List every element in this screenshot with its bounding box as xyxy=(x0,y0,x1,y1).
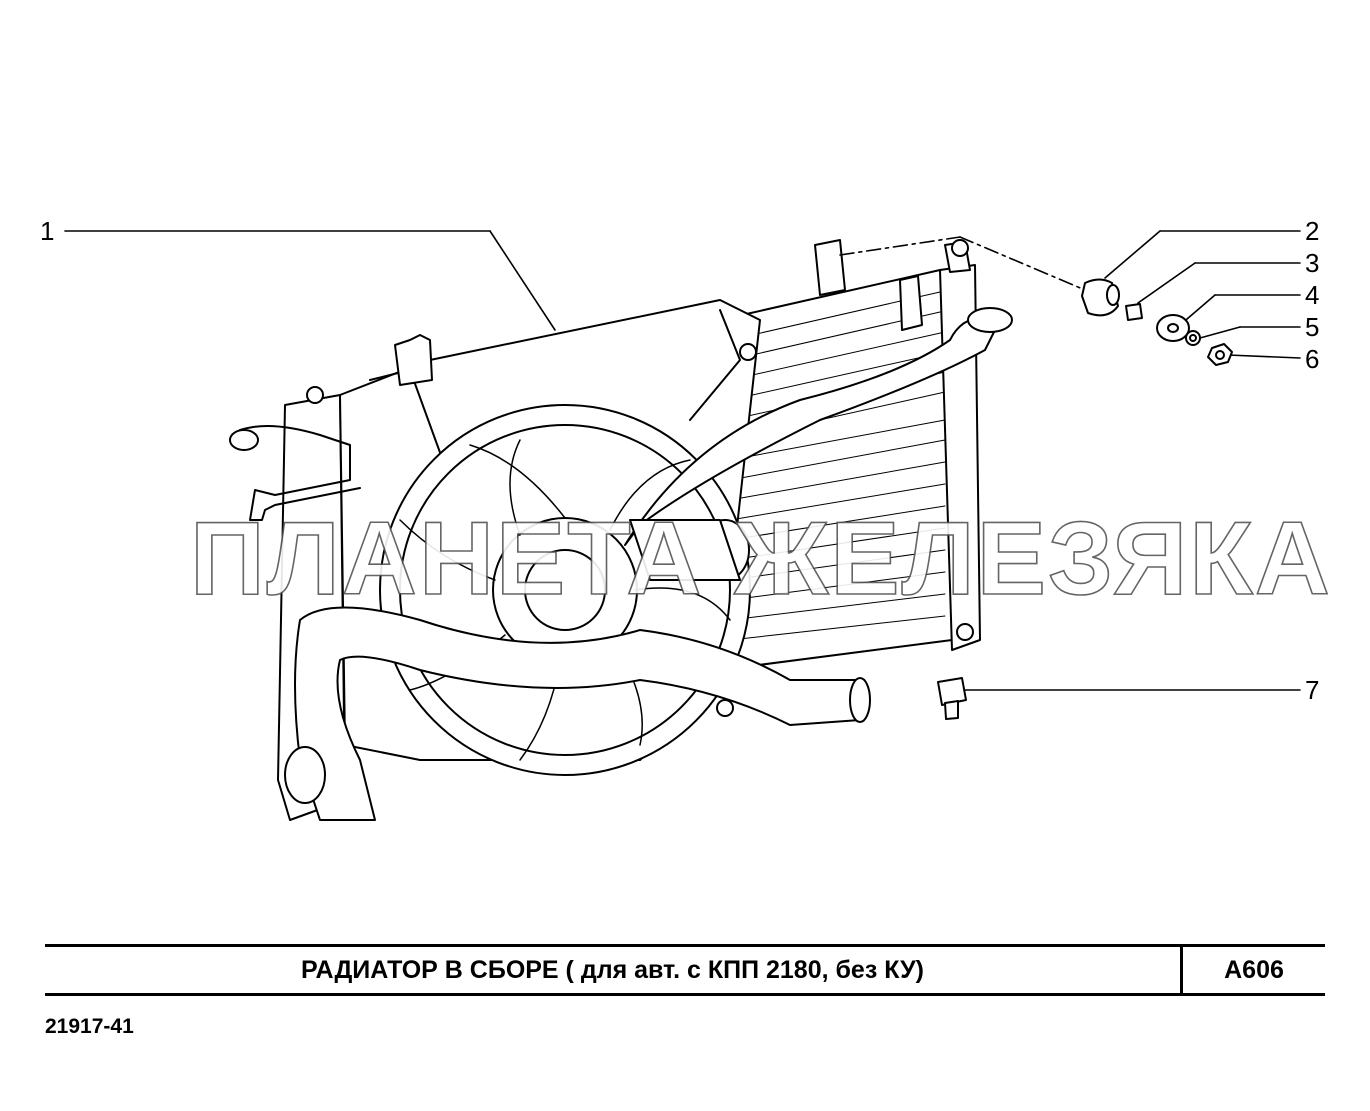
upper-hose xyxy=(624,307,1013,581)
drawing-code: А606 xyxy=(1224,956,1284,984)
callout-2: 2 xyxy=(1305,216,1320,246)
model-number: 21917-41 xyxy=(45,1015,134,1038)
callout-4: 4 xyxy=(1305,280,1320,310)
callout-1: 1 xyxy=(40,216,55,246)
mounting-brackets xyxy=(306,239,974,717)
title-block: РАДИАТОР В СБОРЕ ( для авт. с КПП 2180, … xyxy=(45,944,1325,996)
overflow-pipe xyxy=(229,425,361,521)
callout-6: 6 xyxy=(1305,344,1320,374)
callout-7: 7 xyxy=(1305,675,1320,705)
radiator-assembly-drawing xyxy=(64,230,1301,821)
callout-5: 5 xyxy=(1305,312,1320,342)
callout-3: 3 xyxy=(1305,248,1320,278)
drawing-title: РАДИАТОР В СБОРЕ ( для авт. с КПП 2180, … xyxy=(301,956,924,984)
cooling-fan xyxy=(379,404,751,776)
mounting-parts xyxy=(937,278,1233,720)
leader-lines xyxy=(64,230,1301,691)
lower-hose xyxy=(284,606,871,821)
title-divider xyxy=(1180,947,1183,993)
